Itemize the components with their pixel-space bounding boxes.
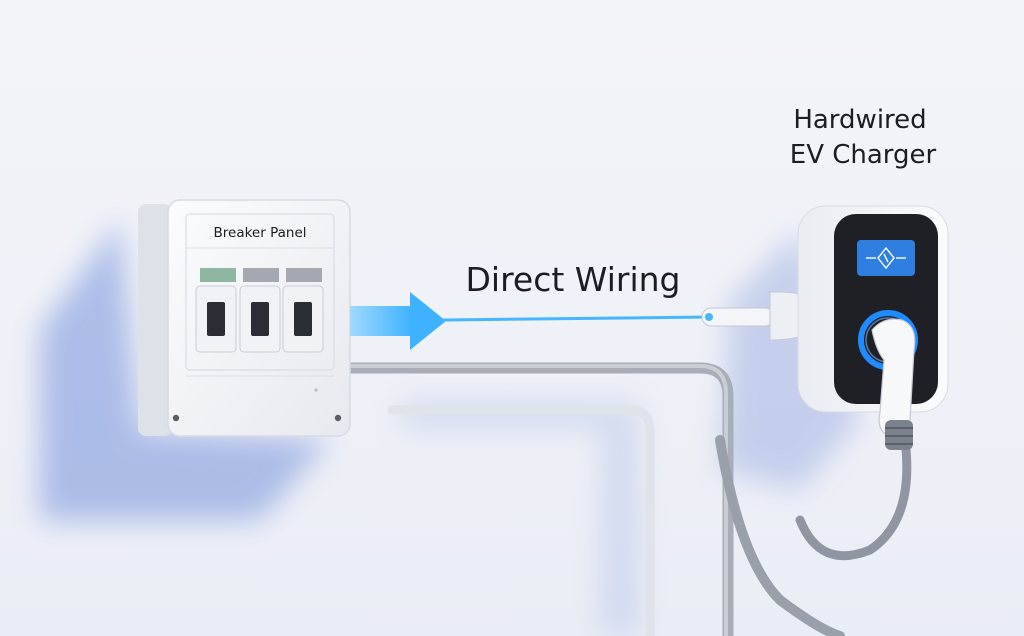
- breaker-switch: [195, 268, 237, 353]
- charger-label-line2: EV Charger: [790, 140, 937, 170]
- conduit-lines: [344, 362, 912, 636]
- breaker-panel: Breaker Panel: [138, 199, 351, 437]
- panel-screw: [334, 414, 342, 422]
- breaker-switch: [282, 268, 324, 353]
- direct-wiring-label: Direct Wiring: [466, 260, 681, 299]
- charging-handle: [871, 318, 916, 450]
- charging-bolt-icon: [857, 240, 915, 276]
- charger-label-line1: Hardwired: [793, 105, 926, 135]
- panel-screw: [172, 414, 180, 422]
- ev-charger: [797, 205, 949, 413]
- breaker-switch: [239, 268, 281, 353]
- breaker-panel-label: Breaker Panel: [214, 225, 307, 241]
- arrow-right-icon: [350, 292, 712, 350]
- wall-shadows: [40, 220, 860, 636]
